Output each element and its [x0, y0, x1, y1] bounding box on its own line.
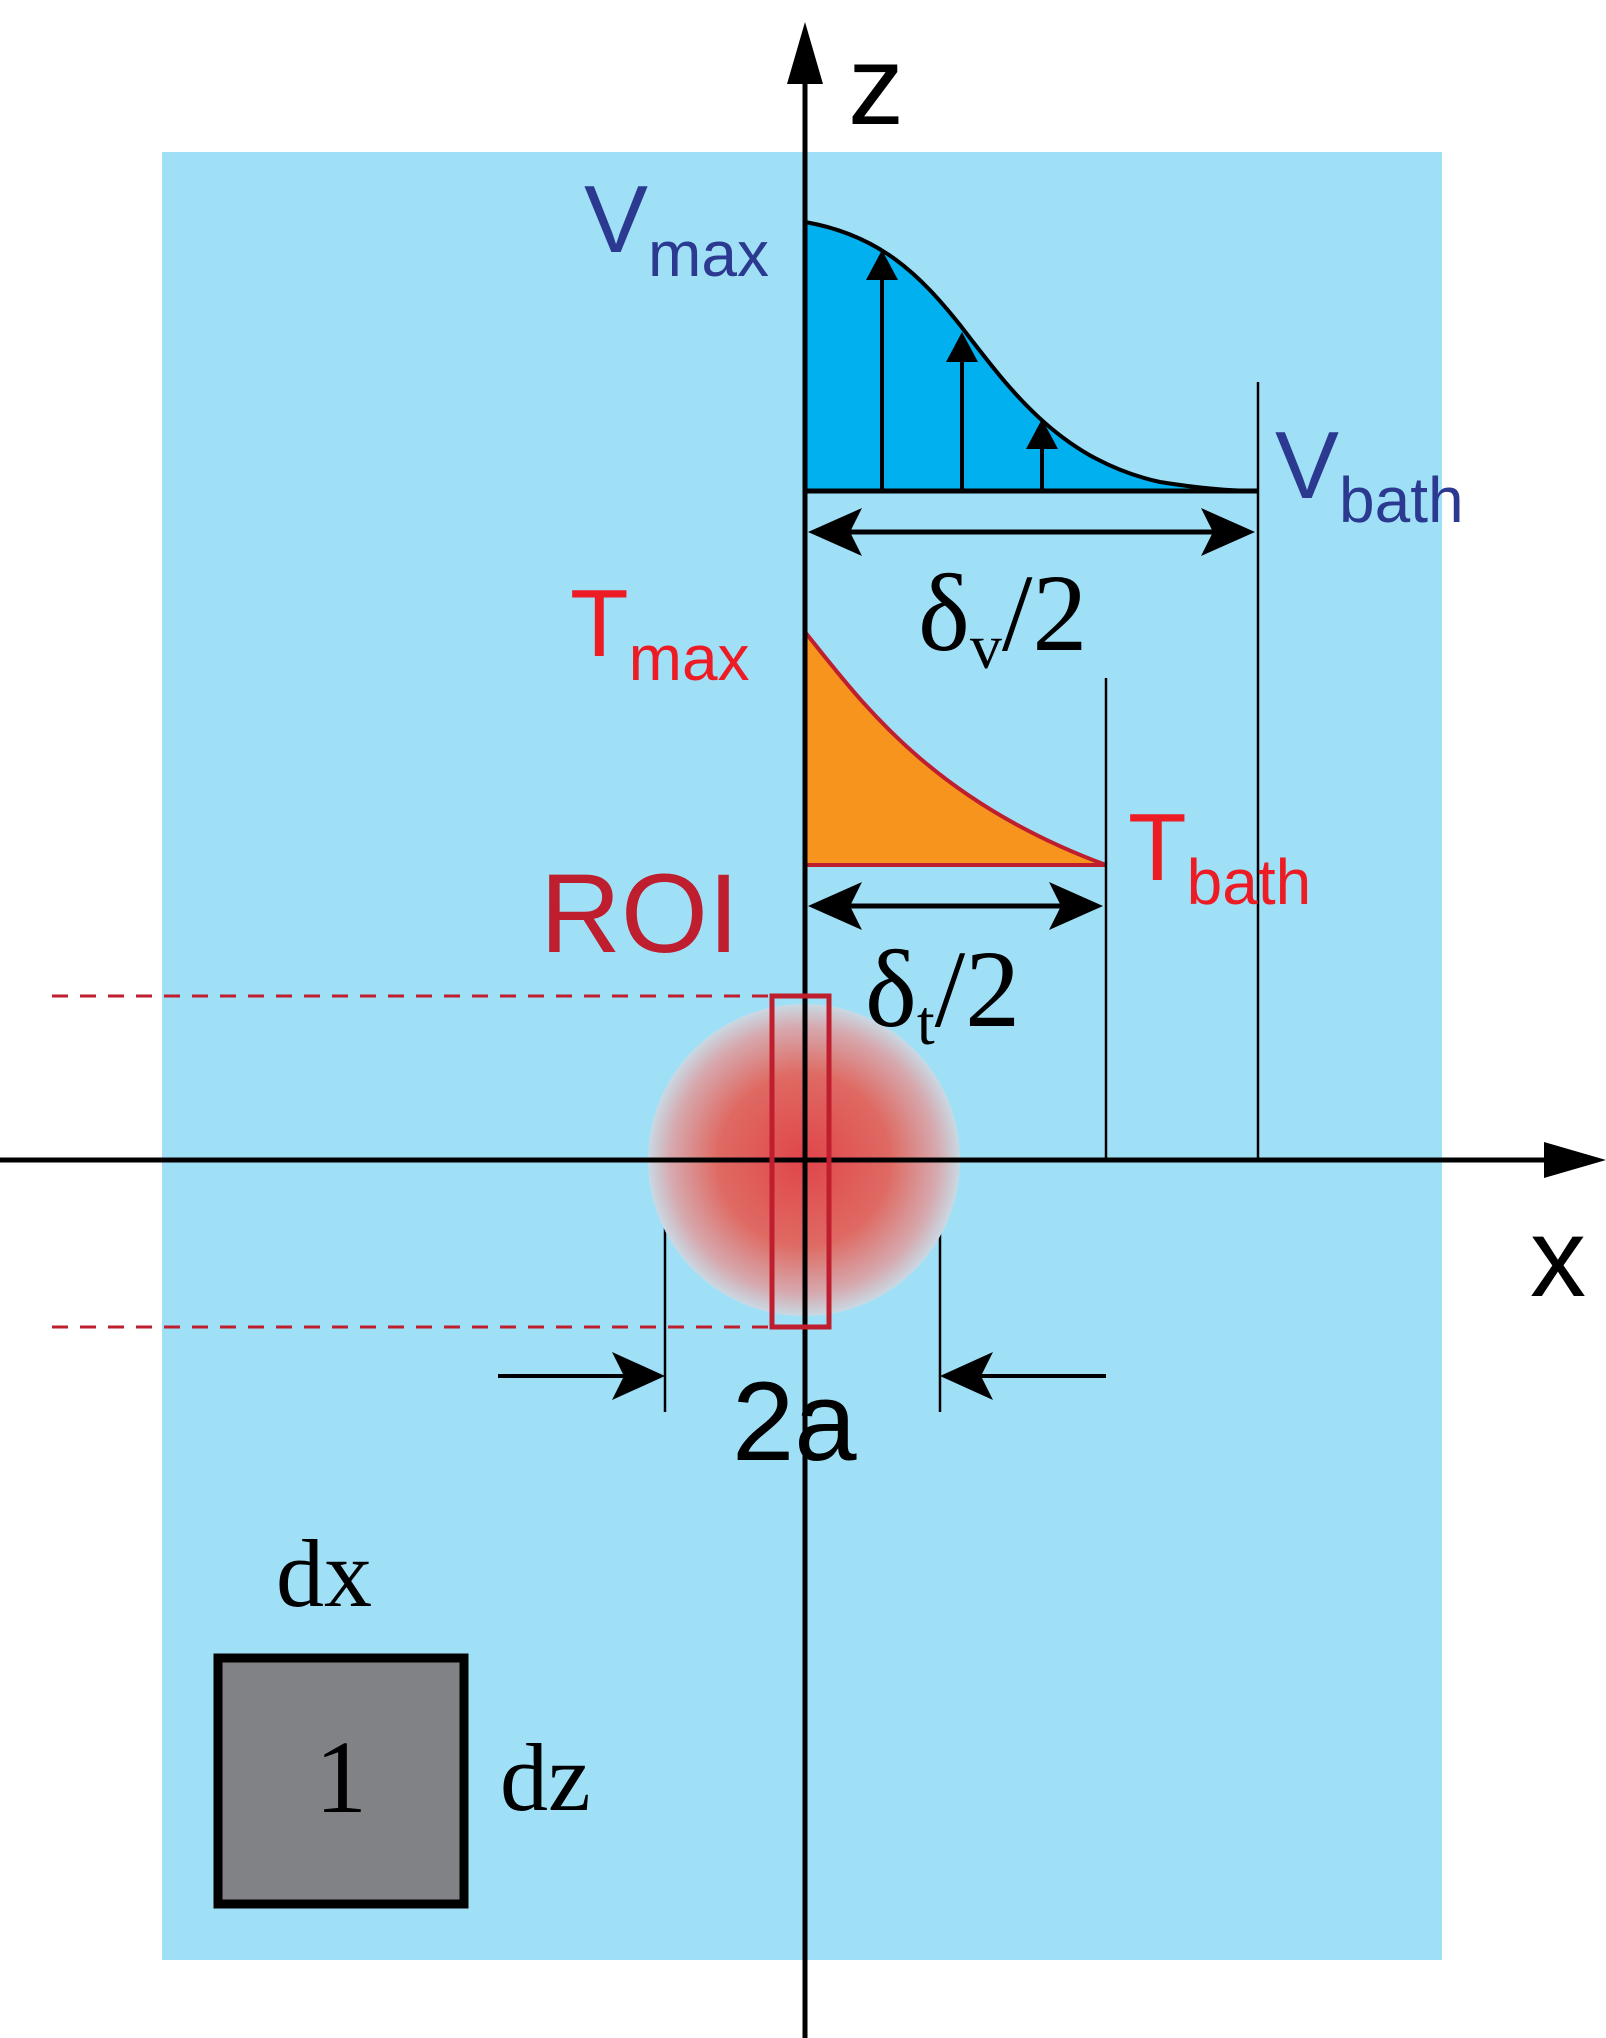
- cell-dx-label: dx: [276, 1520, 372, 1627]
- velocity-profile-area: [805, 222, 1258, 491]
- x-axis-label: x: [1530, 1195, 1586, 1320]
- spot-width-left-arrow: [498, 1352, 665, 1400]
- z-axis-arrowhead: [787, 22, 823, 84]
- cell-value-label: 1: [315, 1720, 367, 1835]
- cell-dz-label: dz: [500, 1724, 591, 1831]
- t-max-label: Tmax: [570, 570, 750, 694]
- v-max-label: Vmax: [584, 166, 769, 290]
- spot-width-label: 2a: [732, 1359, 857, 1484]
- t-bath-label: Tbath: [1128, 794, 1311, 918]
- spot-width-right-arrow: [940, 1352, 1106, 1400]
- velocity-vectors: [866, 250, 1058, 491]
- grid-cell: [213, 1653, 469, 1909]
- x-axis-arrowhead: [1544, 1142, 1606, 1178]
- delta-v-dimension-arrow: [808, 508, 1255, 556]
- z-axis-label: z: [848, 23, 904, 148]
- temperature-profile: [803, 626, 1107, 867]
- roi-box: [769, 993, 832, 1330]
- delta-t-label: δt/2: [865, 928, 1020, 1058]
- delta-t-dimension-arrow: [808, 882, 1103, 930]
- roi-label: ROI: [540, 851, 739, 976]
- velocity-profile-curve: [804, 220, 1259, 493]
- v-bath-label: Vbath: [1275, 412, 1464, 536]
- delta-v-label: δv/2: [918, 552, 1087, 682]
